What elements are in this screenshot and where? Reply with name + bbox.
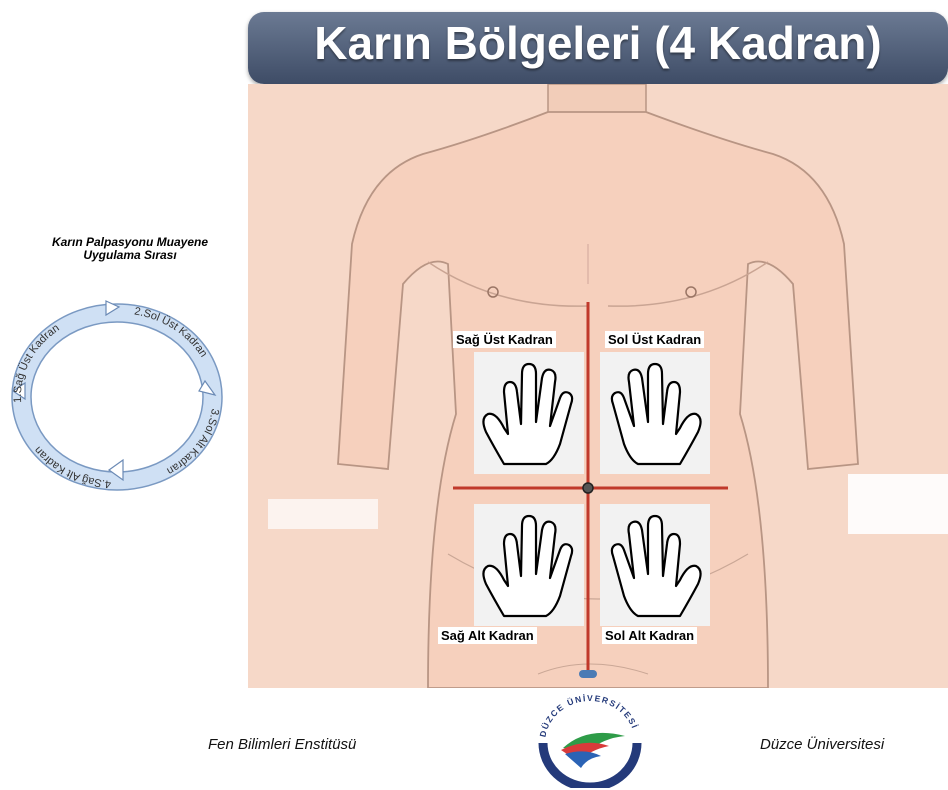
page-title: Karın Bölgeleri (4 Kadran)	[248, 16, 948, 70]
quadrant-label-upper-left: Sol Üst Kadran	[605, 331, 704, 348]
logo-year-text: 2006	[581, 770, 599, 779]
footer-university: Düzce Üniversitesi	[760, 736, 884, 753]
torso-illustration	[248, 84, 948, 688]
footer-institute: Fen Bilimleri Enstitüsü	[208, 736, 356, 753]
title-banner: Karın Bölgeleri (4 Kadran)	[248, 12, 948, 84]
torso-figure	[248, 84, 948, 688]
sequence-title-line2: Uygulama Sırası	[20, 249, 240, 262]
quadrant-label-lower-right: Sağ Alt Kadran	[438, 627, 537, 644]
sequence-ring: 1.Sağ Üst Kadran 2.Sol Üst Kadran 3.Sol …	[5, 295, 230, 495]
quadrant-label-lower-left: Sol Alt Kadran	[602, 627, 697, 644]
university-logo: DÜZCE ÜNİVERSİTESİ 2006	[525, 688, 655, 788]
sequence-title: Karın Palpasyonu Muayene Uygulama Sırası	[20, 236, 240, 262]
quadrant-label-upper-right: Sağ Üst Kadran	[453, 331, 556, 348]
